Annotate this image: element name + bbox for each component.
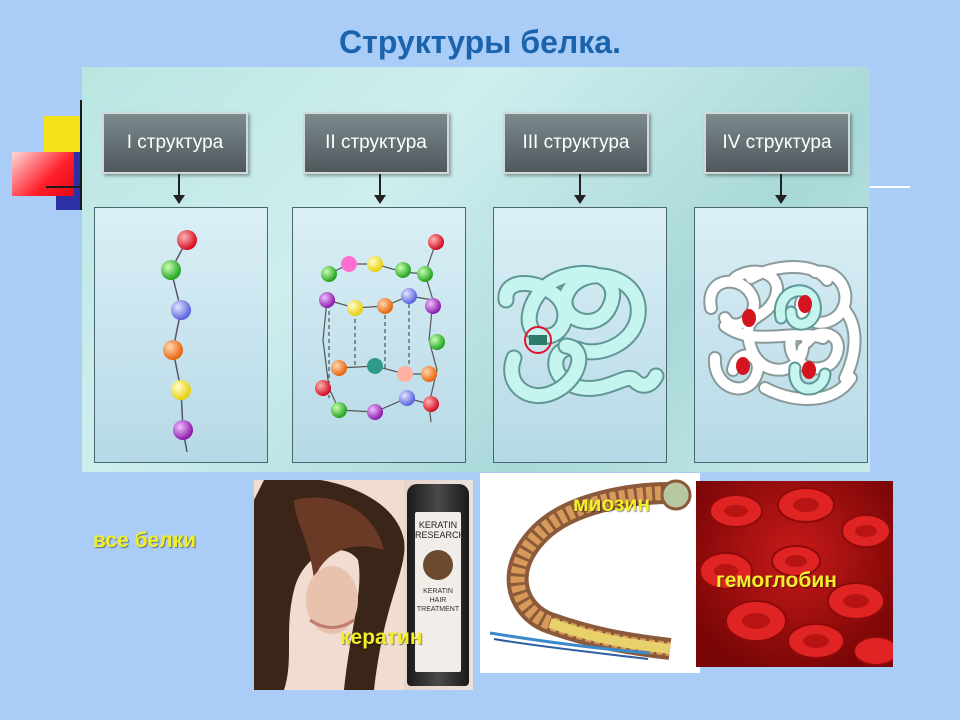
amino-acid-bead [399,390,415,406]
heme-group-icon [742,309,756,327]
amino-acid-bead [377,298,393,314]
amino-acid-bead [171,380,191,400]
label-secondary-structure: II структура [303,112,449,174]
amino-acid-bead [421,366,437,382]
tertiary-structure-diagram [493,207,667,463]
bottle-product-line: TREATMENT [416,606,460,613]
amino-acid-bead [425,298,441,314]
amino-acid-bead [171,300,191,320]
arrow-down-icon [173,174,185,204]
heme-group-icon [798,295,812,313]
bottle-brand-line: KERATIN [418,520,458,530]
amino-acid-bead [429,334,445,350]
heme-group-icon [524,326,552,354]
deco-line-right [870,186,910,188]
amino-acid-bead [428,234,444,250]
amino-acid-bead [417,266,433,282]
heme-group-icon [802,361,816,379]
caption-hemoglobin: гемоглобин [716,569,837,592]
deco-yellow-square [44,116,80,152]
caption-all-proteins: все белки [93,529,196,552]
amino-acid-bead [401,288,417,304]
label-tertiary-structure: III структура [503,112,649,174]
keratin-bottle: KERATIN RESEARCH KERATIN HAIR TREATMENT [407,484,469,686]
amino-acid-bead [173,420,193,440]
amino-acid-bead [319,292,335,308]
amino-acid-bead [315,380,331,396]
amino-acid-bead [341,256,357,272]
arrow-down-icon [374,174,386,204]
slide-title: Структуры белка. [339,24,621,60]
caption-myosin: миозин [573,493,651,516]
deco-line-vertical [80,100,82,210]
amino-acid-bead [395,262,411,278]
arrow-down-icon [775,174,787,204]
deco-red-square [12,152,74,196]
amino-acid-bead [397,366,413,382]
amino-acid-bead [321,266,337,282]
amino-acid-bead [367,358,383,374]
arrow-down-icon [574,174,586,204]
amino-acid-bead [331,360,347,376]
caption-keratin: кератин [340,626,423,649]
amino-acid-bead [423,396,439,412]
myosin-illustration [480,473,700,673]
label-quaternary-structure: IV структура [704,112,850,174]
keratin-photo: KERATIN RESEARCH KERATIN HAIR TREATMENT [254,480,473,690]
heme-group-icon [736,357,750,375]
amino-acid-bead [163,340,183,360]
amino-acid-bead [177,230,197,250]
quaternary-structure-diagram [694,207,868,463]
amino-acid-bead [367,404,383,420]
amino-acid-bead [367,256,383,272]
bottle-product-line: HAIR [429,597,447,604]
bottle-brand-line: RESEARCH [415,530,466,540]
amino-acid-bead [161,260,181,280]
structures-panel: I структура II структура III структура I… [82,67,870,472]
deco-line-left [46,186,84,188]
secondary-structure-diagram [292,207,466,463]
hemoglobin-red-blood-cells [696,481,893,667]
amino-acid-bead [331,402,347,418]
amino-acid-bead [347,300,363,316]
primary-structure-diagram [94,207,268,463]
bottle-product-line: KERATIN [423,588,453,595]
label-primary-structure: I структура [102,112,248,174]
